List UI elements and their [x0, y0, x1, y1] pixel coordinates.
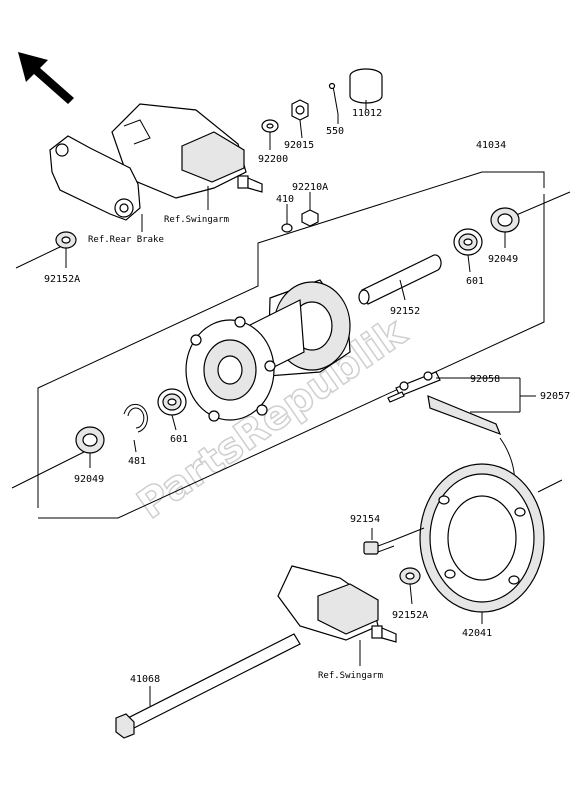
- nut-92210A-part: [301, 209, 319, 227]
- chain-link-92058-part: [387, 371, 441, 403]
- spacer-92152-part: [358, 254, 442, 305]
- label-41068: 41068: [130, 674, 160, 685]
- rear-sprocket-42041-part: [419, 463, 545, 613]
- label-92152A-left: 92152A: [44, 274, 80, 285]
- label-410: 410: [276, 194, 294, 205]
- label-92152: 92152: [390, 306, 420, 317]
- collar-92152A-left-part: [55, 231, 77, 249]
- washer-92200-part: [261, 119, 279, 133]
- washer-410-part: [281, 223, 293, 233]
- label-92058: 92058: [470, 374, 500, 385]
- label-92015: 92015: [284, 140, 314, 151]
- label-481: 481: [128, 456, 146, 467]
- label-42041: 42041: [462, 628, 492, 639]
- label-41034: 41034: [476, 140, 506, 151]
- front-direction-arrow-icon: [18, 52, 74, 104]
- axle-41068-part: [115, 633, 301, 739]
- label-550: 550: [326, 126, 344, 137]
- rear-brake-bracket-part: [49, 135, 141, 221]
- label-601-top: 601: [466, 276, 484, 287]
- ref-swingarm-top: Ref.Swingarm: [164, 215, 229, 225]
- ref-swingarm-bottom: Ref.Swingarm: [318, 671, 383, 681]
- bearing-601-bottom-part: [157, 388, 187, 416]
- oil-seal-92049-top-part: [490, 207, 520, 233]
- swingarm-bottom-part: [277, 565, 397, 643]
- label-92049-top: 92049: [488, 254, 518, 265]
- label-92210A: 92210A: [292, 182, 328, 193]
- nut-92015-part: [291, 99, 309, 121]
- collar-92152A-right-part: [399, 567, 421, 585]
- bolt-92154-part: [363, 539, 395, 555]
- label-92049-bottom: 92049: [74, 474, 104, 485]
- oil-seal-92049-bottom-part: [75, 426, 105, 454]
- bearing-601-top-part: [453, 228, 483, 256]
- swingarm-top-part: [111, 103, 263, 199]
- label-92057: 92057: [540, 391, 570, 402]
- label-601-bottom: 601: [170, 434, 188, 445]
- label-92200: 92200: [258, 154, 288, 165]
- label-11012: 11012: [352, 108, 382, 119]
- bushing-11012-part: [349, 68, 383, 104]
- ref-rear-brake: Ref.Rear Brake: [88, 235, 164, 245]
- label-92154: 92154: [350, 514, 380, 525]
- circlip-481-part: [123, 403, 148, 433]
- cotter-pin-550-part: [328, 82, 339, 115]
- label-92152A-right: 92152A: [392, 610, 428, 621]
- rear-hub-41034-part: [185, 279, 351, 422]
- leader-lines: [65, 100, 536, 706]
